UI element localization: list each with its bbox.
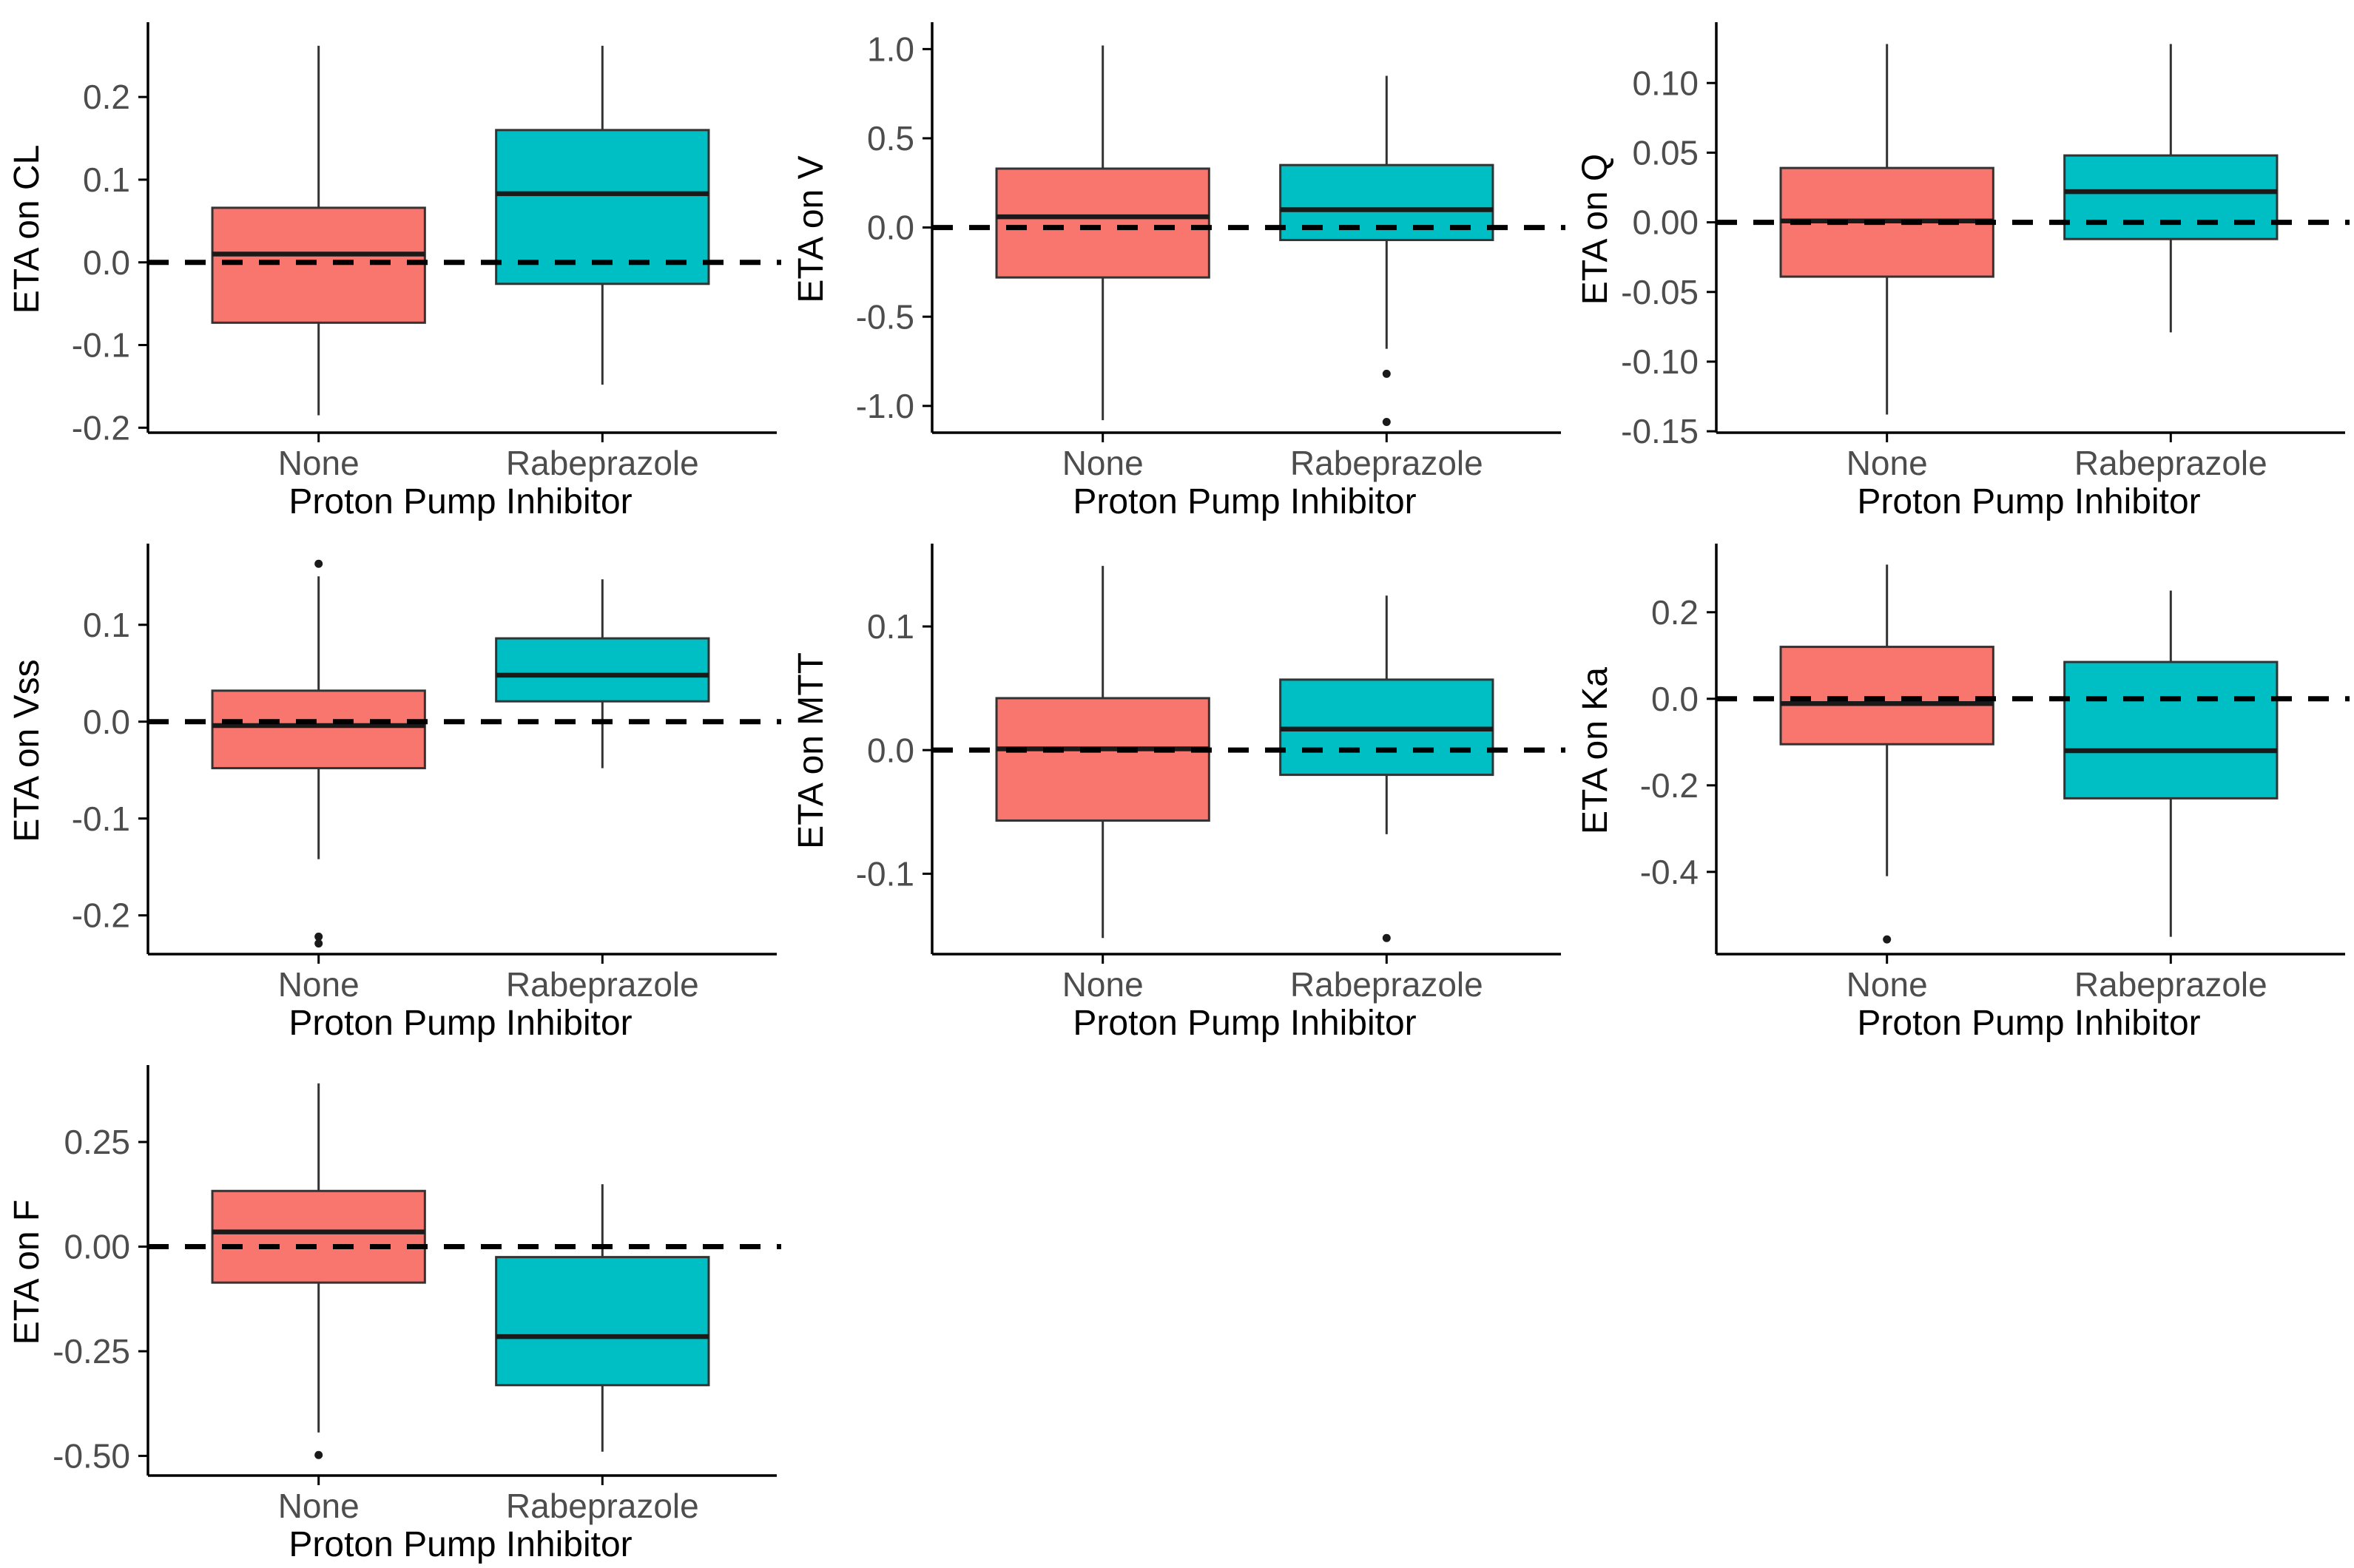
outlier-point-none [1883,935,1892,944]
y-tick-label: 0.0 [83,243,130,282]
x-axis-title: Proton Pump Inhibitor [1857,482,2200,521]
y-tick-label: -0.25 [53,1332,130,1371]
y-tick-label: 0.1 [867,607,914,646]
x-axis-title: Proton Pump Inhibitor [1073,482,1416,521]
outlier-point-rabeprazole [1382,369,1391,378]
y-tick-label: -0.10 [1621,342,1699,381]
x-category-label: Rabeprazole [2074,444,2267,482]
y-tick-label: 0.10 [1632,64,1699,102]
outlier-point-rabeprazole [1382,933,1391,942]
x-axis-title: Proton Pump Inhibitor [1073,1004,1416,1043]
outlier-point-none [314,559,323,568]
y-tick-label: -0.2 [1640,766,1699,805]
y-tick-label: -0.05 [1621,273,1699,311]
y-tick-label: 0.2 [1651,593,1699,632]
y-tick-label: 1.0 [867,30,914,68]
x-category-label: Rabeprazole [506,965,699,1004]
box-rabeprazole [495,1256,710,1387]
y-tick-label: 0.0 [867,731,914,769]
y-tick-label: 0.2 [83,78,130,116]
y-axis-title: ETA on CL [7,145,47,314]
y-tick-label: 0.1 [83,606,130,644]
x-axis-title: Proton Pump Inhibitor [289,1004,632,1043]
x-category-label: None [278,444,360,482]
box-none [211,206,426,324]
y-tick-label: -0.15 [1621,412,1699,450]
x-category-label: Rabeprazole [2074,965,2267,1004]
y-tick-label: 0.25 [64,1123,130,1161]
y-axis-title: ETA on Q [1576,154,1615,305]
box-rabeprazole [2063,154,2279,240]
box-rabeprazole [495,637,710,703]
y-tick-label: 0.00 [1632,203,1699,242]
x-category-label: Rabeprazole [506,1487,699,1525]
box-none [1779,646,1994,746]
y-tick-label: 0.00 [64,1228,130,1266]
y-tick-label: -0.1 [72,326,130,365]
outlier-point-none [314,932,323,941]
y-tick-label: 0.0 [867,209,914,247]
x-axis-title: Proton Pump Inhibitor [289,482,632,521]
y-tick-label: 0.5 [867,119,914,158]
x-category-label: None [1062,965,1144,1004]
y-axis-title: ETA on F [7,1200,47,1345]
x-category-label: Rabeprazole [1290,965,1483,1004]
y-axis-title: ETA on V [792,155,831,303]
box-rabeprazole [495,129,710,285]
y-tick-label: 0.1 [83,160,130,199]
box-none [211,689,426,770]
y-tick-label: -0.2 [72,896,130,935]
y-tick-label: 0.05 [1632,134,1699,172]
y-tick-label: 0.0 [83,703,130,741]
y-tick-label: 0.0 [1651,680,1699,718]
outlier-point-none [314,1450,323,1459]
box-none [995,697,1210,822]
outlier-point-none [314,939,323,948]
box-none [995,167,1210,279]
box-none [211,1189,426,1284]
x-axis-title: Proton Pump Inhibitor [1857,1004,2200,1043]
x-category-label: None [1847,965,1928,1004]
y-tick-label: -1.0 [856,387,914,425]
y-axis-title: ETA on Ka [1576,667,1615,834]
outlier-point-rabeprazole [1382,418,1391,427]
x-axis-title: Proton Pump Inhibitor [289,1525,632,1564]
y-tick-label: -0.50 [53,1437,130,1476]
x-category-label: None [278,1487,360,1525]
y-axis-title: ETA on MTT [792,652,831,849]
y-tick-label: -0.1 [72,800,130,838]
y-tick-label: -0.2 [72,408,130,447]
y-tick-label: -0.5 [856,297,914,336]
y-tick-label: -0.1 [856,854,914,893]
y-axis-title: ETA on Vss [7,659,47,842]
x-category-label: Rabeprazole [1290,444,1483,482]
x-category-label: Rabeprazole [506,444,699,482]
x-category-label: None [278,965,360,1004]
y-tick-label: -0.4 [1640,853,1699,891]
x-category-label: None [1847,444,1928,482]
box-rabeprazole [2063,660,2279,800]
x-category-label: None [1062,444,1144,482]
